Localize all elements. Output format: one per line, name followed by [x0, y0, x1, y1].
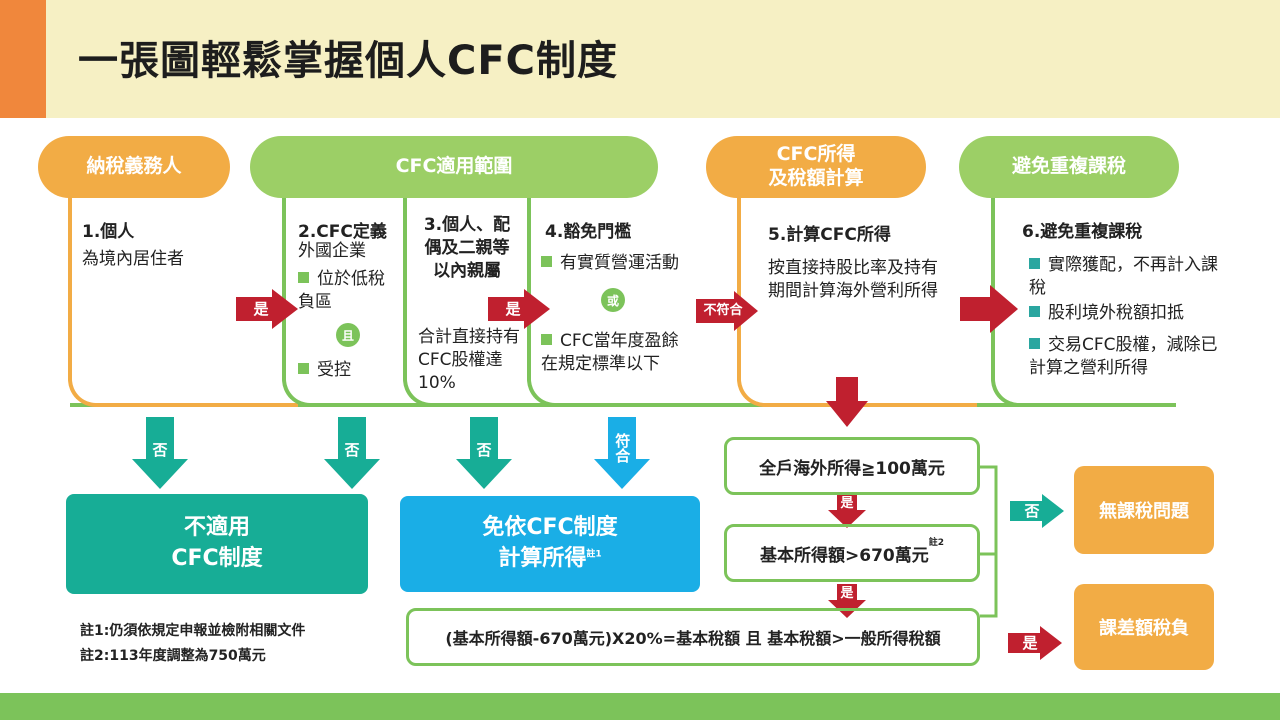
arrow-down-icon — [132, 417, 188, 489]
step4-item2: CFC當年度盈餘在規定標準以下 — [541, 331, 679, 374]
arrow-down-icon — [456, 417, 512, 489]
exempt-line2: 計算所得註1 — [498, 546, 602, 571]
arrow-right-icon — [696, 291, 758, 331]
arrow-right-icon — [960, 285, 1018, 333]
no-tax-issue-box: 無課稅問題 — [1074, 466, 1214, 554]
step6-item3: 交易CFC股權，減除已計算之營利所得 — [1029, 335, 1218, 378]
not-applicable-line1: 不適用 — [183, 515, 250, 541]
yes-label: 是 — [1022, 633, 1038, 652]
step4-item1: 有實質營運活動 — [541, 252, 691, 275]
bullet-icon — [541, 256, 552, 267]
step3-text: 合計直接持有CFC股權達10% — [418, 327, 520, 393]
page-title: 一張圖輕鬆掌握個人CFC制度 — [78, 38, 619, 84]
arrow-down-icon — [828, 494, 866, 528]
arrow-right-icon — [236, 289, 298, 329]
no-label: 否 — [476, 440, 492, 459]
not-applicable-line2: CFC制度 — [171, 546, 263, 571]
note1: 註1:仍須依規定申報並檢附相關文件 — [80, 623, 306, 639]
step2-text: 外國企業 — [298, 241, 366, 261]
arrow-right-icon — [1010, 494, 1064, 528]
header-accent — [0, 0, 46, 118]
arrow-right-icon — [1008, 626, 1062, 660]
no-label: 否 — [152, 440, 168, 459]
step5-title: 5.計算CFC所得 — [768, 225, 891, 245]
ownership-box — [403, 196, 563, 407]
not-applicable-box: 不適用 CFC制度 — [66, 494, 368, 594]
step1-text: 為境內居住者 — [82, 249, 184, 269]
bullet-icon — [1029, 306, 1040, 317]
step2-item1: 位於低稅負區 — [298, 269, 385, 312]
note2: 註2:113年度調整為750萬元 — [80, 648, 266, 664]
cfc-income-header: CFC所得 及稅額計算 — [706, 136, 926, 198]
bullet-icon — [1029, 258, 1040, 269]
and-badge: 且 — [336, 323, 360, 347]
match-label: 符合 — [613, 433, 632, 463]
step6-title: 6.避免重複課稅 — [1022, 222, 1143, 242]
bracket-line — [980, 465, 998, 618]
step6-item1: 實際獲配，不再計入課稅 — [1029, 255, 1218, 298]
arrow-down-icon — [828, 584, 866, 618]
no-label: 否 — [1024, 501, 1040, 520]
arrow-down-icon — [826, 377, 868, 427]
no-label: 否 — [344, 440, 360, 459]
bullet-icon — [1029, 338, 1040, 349]
yes-label: 是 — [253, 299, 269, 318]
step5-text: 按直接持股比率及持有期間計算海外營利所得 — [768, 258, 938, 301]
step1-title: 1.個人 — [82, 222, 135, 242]
tax-difference-box: 課差額稅負 — [1074, 584, 1214, 670]
step2-title: 2.CFC定義 — [298, 222, 387, 242]
condition-overseas-income: 全戶海外所得≧100萬元 — [724, 437, 980, 495]
footer-band — [0, 693, 1280, 720]
step4-title: 4.豁免門檻 — [545, 222, 632, 242]
step6-item2: 股利境外稅額扣抵 — [1029, 302, 1229, 325]
taxpayer-header: 納稅義務人 — [38, 136, 230, 198]
step3-title: 3.個人、配 偶及二親等 以內親屬 — [423, 215, 511, 281]
condition-basic-income: 基本所得額>670萬元註2 — [724, 524, 980, 582]
not-match-label: 不符合 — [703, 302, 743, 318]
bullet-icon — [541, 334, 552, 345]
double-tax-header: 避免重複課稅 — [959, 136, 1179, 198]
exempt-box: 免依CFC制度 計算所得註1 — [400, 496, 700, 592]
yes-label: 是 — [840, 495, 854, 511]
cfc-scope-header: CFC適用範圍 — [250, 136, 658, 198]
condition-basic-tax: (基本所得額-670萬元)X20%=基本稅額 且 基本稅額>一般所得稅額 — [406, 608, 980, 666]
arrow-down-icon — [594, 417, 650, 489]
note1-mark: 註1 — [586, 549, 602, 560]
cfc-income-header-line1: CFC所得 — [776, 143, 856, 166]
yes-label: 是 — [840, 585, 854, 601]
step2-item2: 受控 — [298, 359, 351, 382]
bullet-icon — [298, 272, 309, 283]
cfc-income-header-line2: 及稅額計算 — [768, 167, 864, 189]
exempt-line1: 免依CFC制度 — [482, 515, 618, 541]
header-band — [0, 0, 1280, 118]
arrow-right-icon — [488, 289, 550, 329]
taxpayer-box — [68, 196, 298, 407]
arrow-down-icon — [324, 417, 380, 489]
note2-mark: 註2 — [928, 538, 944, 548]
or-badge: 或 — [601, 288, 625, 312]
bullet-icon — [298, 363, 309, 374]
yes-label: 是 — [505, 299, 521, 318]
